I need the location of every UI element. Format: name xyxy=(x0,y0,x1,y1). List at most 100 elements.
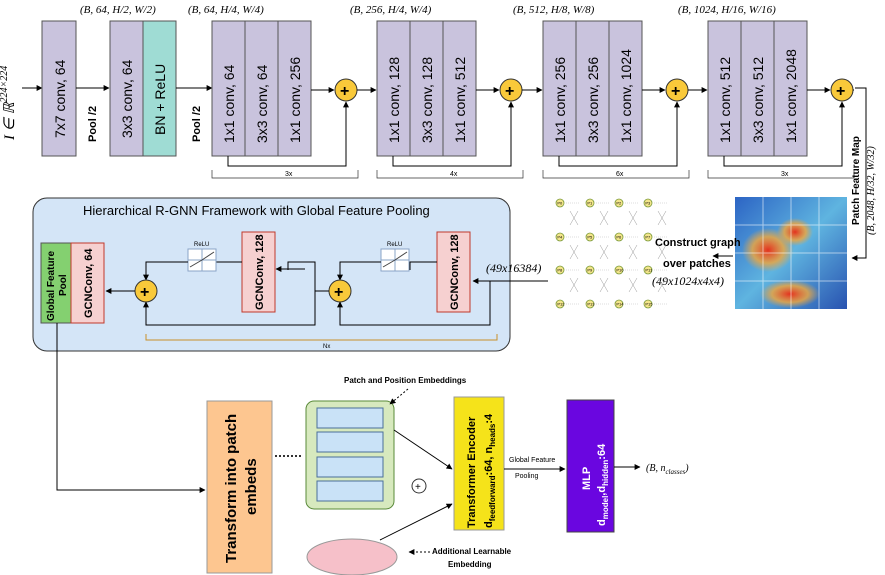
learnable-embedding xyxy=(306,538,398,575)
stage-3-repeat-bracket xyxy=(542,170,690,179)
graph-node-p12 xyxy=(555,299,565,309)
relu-right-label: ReLU xyxy=(387,242,402,248)
svg-text:P15: P15 xyxy=(645,302,653,307)
stage-1-conv-3-label: 1x1 conv, 256 xyxy=(287,57,303,143)
arrow-to-heatmap xyxy=(851,87,867,261)
encoder-label-1: Transformer Encoder xyxy=(466,416,478,528)
graph-edge xyxy=(569,277,579,293)
graph-node-p1 xyxy=(585,198,595,208)
svg-text:P4: P4 xyxy=(557,235,563,240)
pool-label-1: Global Feature xyxy=(509,457,555,464)
transform-block xyxy=(206,400,273,574)
stage-1-conv-2-label: 3x3 conv, 64 xyxy=(254,64,270,143)
gcn-right-label: GCNConv, 128 xyxy=(449,234,461,310)
stage-4-repeat: 3x xyxy=(781,171,789,178)
graph-edge xyxy=(657,277,667,293)
graph-node-p0 xyxy=(555,198,565,208)
gcn-block-mid xyxy=(241,231,276,313)
stage-3-conv-3-label: 1x1 conv, 1024 xyxy=(618,49,634,143)
pool1-label: Pool /2 xyxy=(87,106,99,142)
svg-text:P8: P8 xyxy=(557,268,563,273)
stage-2-skip xyxy=(392,101,514,167)
svg-text:P5: P5 xyxy=(587,235,593,240)
graph-node-p10 xyxy=(614,265,624,275)
stage-3-repeat: 6x xyxy=(616,171,624,178)
nx-label: Nx xyxy=(323,344,330,350)
arrow-patch-pos xyxy=(389,388,409,405)
mlp-label-2: dmodel,dhidden:64 xyxy=(596,443,610,526)
gcn-block-small xyxy=(70,242,105,324)
stage-3-conv-3 xyxy=(608,20,643,157)
gcn-small-label: GCNConv, 64 xyxy=(83,248,95,318)
graph-node-p5 xyxy=(585,232,595,242)
graph-edge xyxy=(657,244,667,260)
embedding-cells xyxy=(316,407,384,502)
stage-3-conv-2 xyxy=(575,20,610,157)
arrow-gcn-right-relu xyxy=(409,261,437,270)
stage-3-shape: (B, 1024, H/16, W/16) xyxy=(678,4,776,16)
svg-text:P3: P3 xyxy=(645,201,651,206)
stage-4-conv-1-label: 1x1 conv, 512 xyxy=(717,57,733,143)
svg-text:P6: P6 xyxy=(616,235,622,240)
svg-text:P13: P13 xyxy=(587,302,595,307)
svg-text:P9: P9 xyxy=(587,268,593,273)
stage-2-conv-3-label: 1x1 conv, 512 xyxy=(452,57,468,143)
arrow-pool-to-transform xyxy=(56,323,206,493)
relu-mid-label: ReLU xyxy=(194,242,209,248)
stage-2-conv-1-label: 1x1 conv, 128 xyxy=(386,57,402,143)
stage-4-repeat-bracket xyxy=(707,170,855,179)
graph-node-p4 xyxy=(555,232,565,242)
graph-edge xyxy=(657,210,667,226)
stage-2-conv-2-label: 3x3 conv, 128 xyxy=(419,57,435,143)
svg-text:I ∈ ℝ224×224: I ∈ ℝ224×224 xyxy=(0,66,18,141)
graph-edge xyxy=(569,210,579,226)
stage-4-skip xyxy=(723,101,845,167)
stage-2-shape: (B, 512, H/8, W/8) xyxy=(513,4,595,16)
arrow-relu-right-plus xyxy=(337,261,381,281)
stage-2-repeat: 4x xyxy=(450,171,458,178)
transform-label-1: Transform into patch xyxy=(223,414,240,563)
arrow-learnable-to-encoder xyxy=(379,503,453,541)
output-label: (B, nclasses) xyxy=(646,463,689,476)
arrow-emb-to-encoder xyxy=(393,429,453,470)
stage-1-conv-2 xyxy=(244,20,279,157)
conv7x7-label: 7x7 conv, 64 xyxy=(52,59,68,138)
graph-node-p7 xyxy=(643,232,653,242)
input-label: I ∈ ℝ224×224 xyxy=(0,66,18,141)
mlp-block xyxy=(566,399,615,533)
svg-text:+: + xyxy=(836,83,845,100)
patch-map-title: Patch Feature Map xyxy=(851,136,862,225)
graph-node-p6 xyxy=(614,232,624,242)
add-emb-label-1: Additional Learnable xyxy=(432,547,512,556)
global-pool-label-1: Global Feature xyxy=(46,251,57,321)
stage-3-conv-1-label: 1x1 conv, 256 xyxy=(552,57,568,143)
stage-4-conv-2-label: 3x3 conv, 512 xyxy=(750,57,766,143)
graph-node-p9 xyxy=(585,265,595,275)
rgnn-title: Hierarchical R-GNN Framework with Global… xyxy=(83,203,430,218)
shape-stem-2: (B, 64, H/4, W/4) xyxy=(188,4,264,16)
stage-1-repeat: 3x xyxy=(285,171,293,178)
stage-2-repeat-bracket xyxy=(376,170,524,179)
gcn-block-right xyxy=(436,231,471,313)
svg-text:P0: P0 xyxy=(557,201,563,206)
arrow-plus-to-gcn-mid xyxy=(287,261,329,292)
stage-1-conv-3 xyxy=(277,20,312,157)
svg-text:P11: P11 xyxy=(645,268,653,273)
construct-graph-line2: over patches xyxy=(663,258,731,270)
graph-node-p2 xyxy=(614,198,624,208)
bn-relu-block xyxy=(142,20,177,157)
stage-1-repeat-bracket xyxy=(211,170,359,179)
svg-text:P1: P1 xyxy=(587,201,593,206)
svg-text:P10: P10 xyxy=(616,268,624,273)
patch-pos-label: Patch and Position Embeddings xyxy=(344,376,467,385)
global-pool-block xyxy=(40,242,72,324)
stage-4-conv-3 xyxy=(773,20,808,157)
pool2-label: Pool /2 xyxy=(191,106,203,142)
conv3x3-block xyxy=(109,20,144,157)
